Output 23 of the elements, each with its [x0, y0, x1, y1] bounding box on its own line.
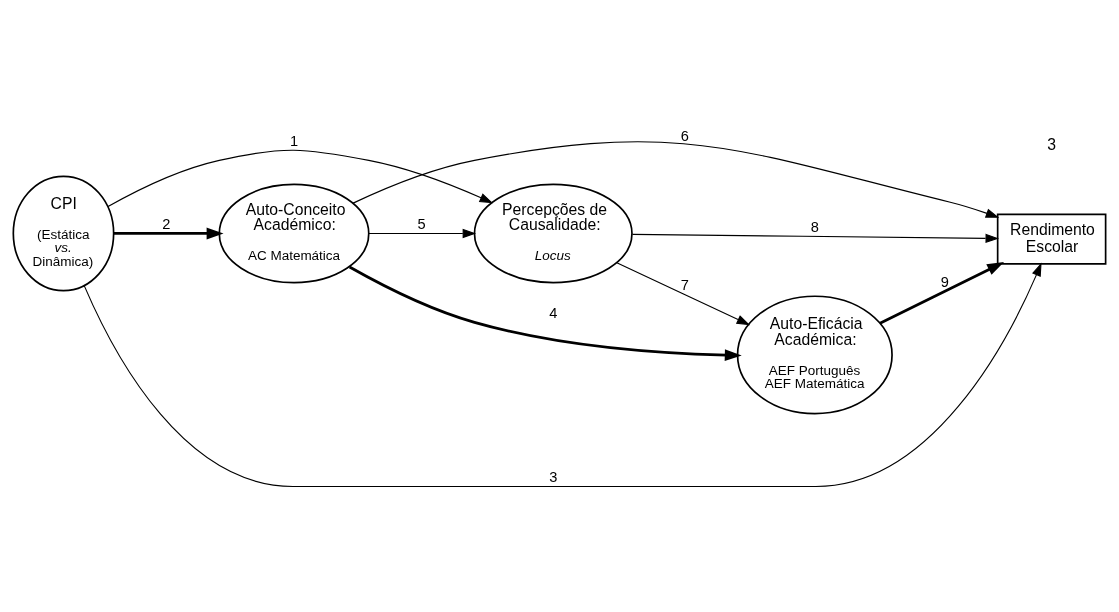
arrow [879, 262, 1005, 325]
edge-label: 7 [680, 277, 689, 294]
edge-label: 1 [289, 133, 299, 150]
edge-label: 6 [680, 127, 689, 144]
edge-label: 3 [549, 469, 558, 486]
edge-label: 5 [417, 216, 426, 233]
node-ellipse: CPI (Estática vs. Dinâmica) [12, 175, 115, 292]
node-ellipse: Percepções de Causalidade: Locus [473, 183, 633, 284]
arrow [113, 227, 224, 240]
edge-label: 4 [549, 305, 558, 322]
arrow [107, 149, 494, 208]
edge-label: 9 [940, 273, 949, 290]
arrow [352, 141, 1000, 218]
node-ellipse: Auto-Conceito Académico: AC Matemática [218, 183, 370, 284]
arrow [368, 228, 477, 239]
arrow [83, 262, 1042, 488]
label: 3 [1047, 135, 1057, 153]
node-box: Rendimento Escolar [996, 213, 1107, 265]
arrow [631, 233, 999, 244]
edge-label: 8 [810, 218, 819, 235]
edge-label: 2 [162, 216, 171, 233]
arrow [348, 265, 742, 362]
arrow [616, 262, 751, 326]
